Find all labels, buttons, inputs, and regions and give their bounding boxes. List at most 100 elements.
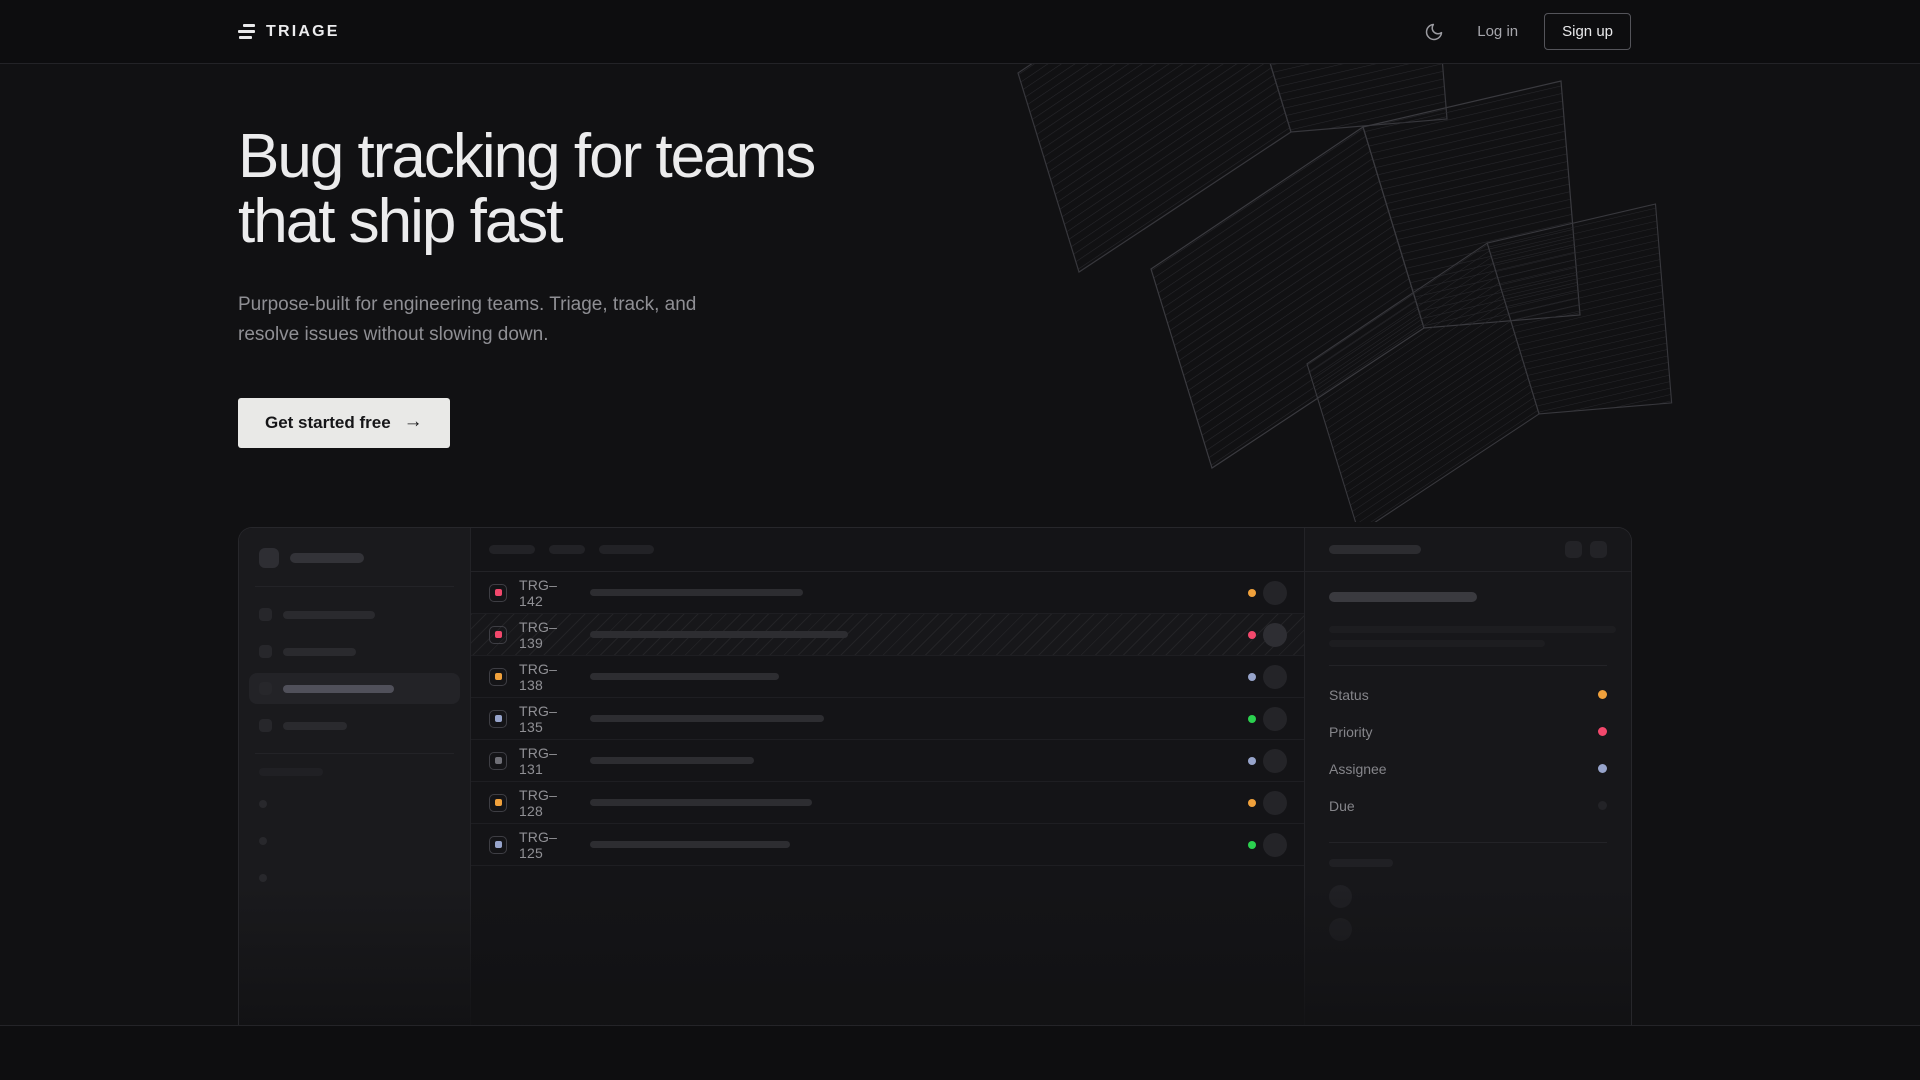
- issue-row-meta: [1248, 832, 1287, 857]
- wireframe-shape-bottom: [1306, 203, 1673, 522]
- issue-status-dot: [1248, 630, 1256, 639]
- tab-skeleton[interactable]: [489, 545, 535, 554]
- comment-avatar-skeleton: [1329, 918, 1352, 941]
- issue-type-icon: [489, 709, 507, 728]
- detail-fields: Status Priority Assignee Due: [1329, 676, 1607, 824]
- brand-logo[interactable]: TRIAGE: [238, 23, 340, 41]
- sidebar-item-4[interactable]: [249, 710, 460, 741]
- issue-id: TRG–125: [519, 828, 558, 861]
- app-mockup-panel: TRG–142 TRG–139 TRG–138 TRG–135 TRG–: [238, 527, 1632, 1025]
- detail-field-label: Due: [1329, 797, 1355, 814]
- detail-field-value-dot: [1598, 690, 1607, 699]
- detail-section-label-skeleton: [1329, 859, 1393, 867]
- subtitle-line-2: resolve issues without slowing down.: [238, 324, 549, 345]
- issue-type-icon: [489, 583, 507, 602]
- sidebar-divider: [255, 586, 454, 587]
- wireframe-shape-top: [1017, 64, 1448, 273]
- issue-assignee-avatar: [1263, 580, 1287, 605]
- issue-list-rows: TRG–142 TRG–139 TRG–138 TRG–135 TRG–: [471, 572, 1304, 866]
- issue-title-skeleton: [590, 799, 812, 806]
- issue-id: TRG–138: [519, 660, 558, 693]
- detail-field-row[interactable]: Assignee: [1329, 750, 1607, 787]
- issue-type-icon: [489, 625, 507, 644]
- comment-avatar-skeleton: [1329, 885, 1352, 908]
- issue-id: TRG–135: [519, 702, 558, 735]
- sidebar-section-label-skeleton: [259, 768, 323, 776]
- issue-status-dot: [1248, 672, 1256, 681]
- issue-title-skeleton: [590, 757, 754, 764]
- issue-title-skeleton: [590, 631, 848, 638]
- detail-divider: [1329, 665, 1607, 666]
- issue-id: TRG–128: [519, 786, 558, 819]
- sidebar-item-label-skeleton: [283, 647, 356, 656]
- issue-assignee-avatar: [1263, 622, 1287, 647]
- issue-row-meta: [1248, 790, 1287, 815]
- top-navigation-bar: TRIAGE Log in Sign up: [0, 0, 1920, 64]
- issue-row[interactable]: TRG–135: [471, 698, 1304, 740]
- issue-title-skeleton: [590, 589, 803, 596]
- workspace-switcher[interactable]: [259, 546, 450, 570]
- detail-field-row[interactable]: Status: [1329, 676, 1607, 713]
- issue-row-meta: [1248, 622, 1287, 647]
- issue-row[interactable]: TRG–128: [471, 782, 1304, 824]
- detail-text-skeleton: [1329, 640, 1545, 647]
- brand-name: TRIAGE: [266, 22, 340, 40]
- issue-id: TRG–142: [519, 576, 558, 609]
- issue-row-meta: [1248, 706, 1287, 731]
- issue-row[interactable]: TRG–131: [471, 740, 1304, 782]
- issue-assignee-avatar: [1263, 748, 1287, 773]
- detail-header-skeleton: [1329, 545, 1421, 554]
- sidebar-item-1[interactable]: [249, 599, 460, 630]
- detail-action-button[interactable]: [1565, 541, 1582, 558]
- issue-row[interactable]: TRG–138: [471, 656, 1304, 698]
- sidebar-bullet: [259, 837, 267, 845]
- detail-field-label: Priority: [1329, 723, 1373, 740]
- login-button[interactable]: Log in: [1477, 23, 1519, 40]
- issue-status-dot: [1248, 840, 1256, 849]
- workspace-name-skeleton: [290, 553, 364, 563]
- detail-field-row[interactable]: Due: [1329, 787, 1607, 824]
- arrow-right-icon: →: [403, 411, 423, 432]
- sidebar-item-3-selected[interactable]: [249, 673, 460, 704]
- get-started-button[interactable]: Get started free →: [238, 398, 450, 448]
- tab-skeleton[interactable]: [599, 545, 654, 554]
- sidebar-bullet: [259, 874, 267, 882]
- sidebar-item-icon-skeleton: [259, 608, 272, 621]
- detail-action-button[interactable]: [1590, 541, 1607, 558]
- issue-type-icon: [489, 793, 507, 812]
- detail-field-row[interactable]: Priority: [1329, 713, 1607, 750]
- headline-line-1: Bug tracking for teams: [238, 122, 816, 191]
- issue-row[interactable]: TRG–142: [471, 572, 1304, 614]
- next-section-band: [0, 1025, 1920, 1080]
- sidebar-bullet: [259, 800, 267, 808]
- sidebar-item-icon-skeleton: [259, 645, 272, 658]
- wireframe-decoration: [1017, 64, 1673, 522]
- workspace-avatar: [259, 548, 279, 568]
- subtitle-line-1: Purpose-built for engineering teams. Tri…: [238, 294, 697, 315]
- issue-row[interactable]: TRG–125: [471, 824, 1304, 866]
- issue-list-column: TRG–142 TRG–139 TRG–138 TRG–135 TRG–: [471, 528, 1304, 1025]
- tab-skeleton[interactable]: [549, 545, 585, 554]
- issue-status-dot: [1248, 588, 1256, 597]
- theme-toggle-button[interactable]: [1417, 15, 1451, 49]
- detail-header: [1305, 528, 1631, 572]
- sidebar-divider: [255, 753, 454, 754]
- detail-field-value-dot: [1598, 764, 1607, 773]
- issue-assignee-avatar: [1263, 790, 1287, 815]
- issue-title-skeleton: [590, 673, 779, 680]
- detail-field-value-dot: [1598, 727, 1607, 736]
- issue-type-icon: [489, 667, 507, 686]
- hero-subtitle: Purpose-built for engineering teams. Tri…: [238, 290, 696, 350]
- mockup-sidebar: [239, 528, 471, 1025]
- issue-type-icon: [489, 751, 507, 770]
- issue-assignee-avatar: [1263, 706, 1287, 731]
- detail-header-actions: [1565, 541, 1607, 558]
- signup-button[interactable]: Sign up: [1544, 13, 1631, 50]
- issue-assignee-avatar: [1263, 664, 1287, 689]
- get-started-label: Get started free: [265, 413, 391, 432]
- sidebar-item-2[interactable]: [249, 636, 460, 667]
- issue-assignee-avatar: [1263, 832, 1287, 857]
- issue-detail-column: Status Priority Assignee Due: [1304, 528, 1631, 1025]
- sidebar-item-icon-skeleton: [259, 719, 272, 732]
- issue-row[interactable]: TRG–139: [471, 614, 1304, 656]
